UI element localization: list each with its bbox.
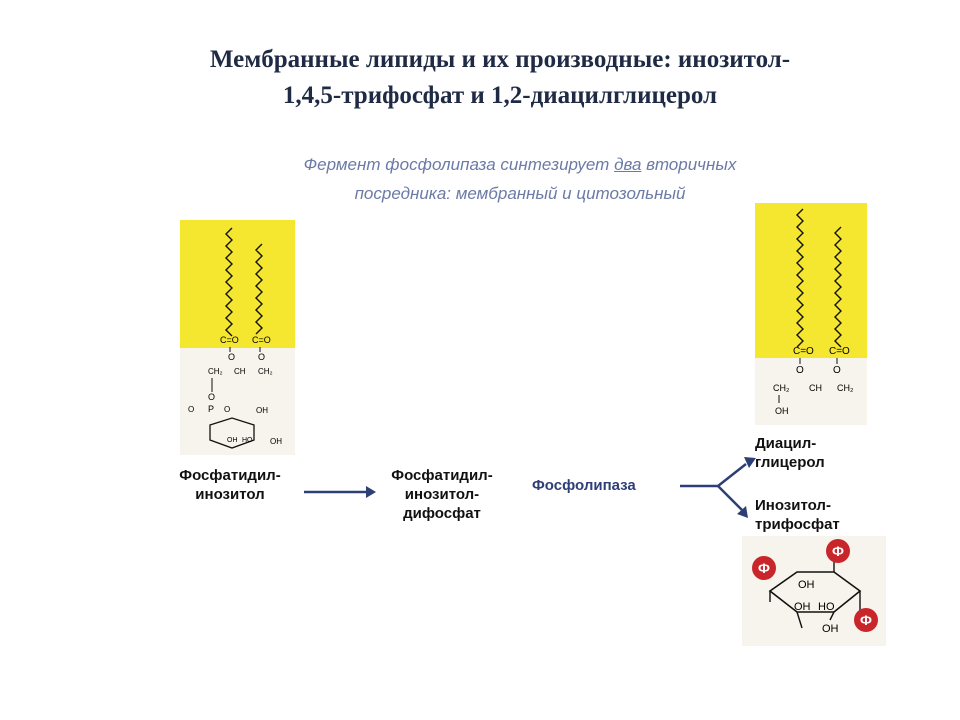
fatty-acid-chain-1 — [225, 227, 233, 337]
fatty-acid-chain-2 — [834, 226, 842, 348]
label-phosphatidylinositol-diphosphate: Фосфатидил- инозитол- дифосфат — [372, 466, 512, 523]
ring-oh-3: OH — [822, 623, 839, 635]
svg-text:Ф: Ф — [832, 543, 844, 559]
title-line-2: 1,4,5-трифосфат и 1,2-диацилглицерол — [282, 82, 718, 109]
ring-oh-2: OH — [227, 437, 238, 444]
label-pi-line-1: Фосфатидил- — [179, 467, 281, 484]
ring-ho: HO — [242, 437, 253, 444]
ester-oxygen-2: O — [833, 365, 841, 376]
label-inositol-triphosphate: Инозитол- трифосфат — [755, 496, 840, 534]
label-dag-line-1: Диацил- — [755, 435, 817, 452]
ring-oh-3: OH — [270, 437, 282, 446]
carbonyl-1: C=O — [793, 346, 814, 357]
inositol-ring — [209, 417, 255, 449]
membrane-band — [180, 220, 295, 348]
phosphate-o-minus: O — [188, 405, 194, 414]
phosphate-marker-2: Ф — [826, 539, 850, 563]
label-diacylglycerol: Диацил- глицерол — [755, 434, 825, 472]
svg-text:Ф: Ф — [860, 612, 872, 628]
phosphate-marker-3: Ф — [854, 608, 878, 632]
label-ip3-line-2: трифосфат — [755, 516, 840, 533]
phosphatidylinositol-structure: C=O C=O O O CH₂ CH CH₂ O P O O OH OH HO … — [180, 220, 295, 455]
subtitle-text-a: Фермент фосфолипаза синтезирует — [303, 155, 615, 174]
page-title: Мембранные липиды и их производные: иноз… — [110, 42, 890, 114]
phosphate-o-double: O — [224, 405, 230, 414]
label-dag-line-2: глицерол — [755, 454, 825, 471]
title-line-1: Мембранные липиды и их производные: иноз… — [209, 46, 791, 73]
subtitle: Фермент фосфолипаза синтезирует два втор… — [200, 150, 840, 208]
label-pi-line-2: инозитол — [195, 486, 265, 503]
membrane-band — [755, 203, 867, 358]
ring-ho: HO — [818, 601, 835, 613]
arrow-branch — [680, 457, 756, 518]
subtitle-line-2: посредника: мембранный и цитозольный — [354, 184, 686, 203]
glycerol-ch: CH — [809, 383, 822, 393]
label-phosphatidylinositol: Фосфатидил- инозитол — [164, 466, 296, 504]
carbonyl-2: C=O — [252, 335, 271, 345]
ring-oh-1: OH — [794, 601, 811, 613]
glycerol-ch2-left: CH₂ — [208, 367, 223, 376]
arrow-pi-to-pip2 — [304, 486, 376, 498]
subtitle-text-b: вторичных — [641, 155, 737, 174]
bond — [829, 611, 835, 621]
ester-oxygen-1: O — [228, 352, 235, 362]
carbonyl-1: C=O — [220, 335, 239, 345]
label-ip3-line-1: Инозитол- — [755, 497, 831, 514]
inositol-triphosphate-structure: OH HO OH OH Ф Ф Ф — [742, 536, 886, 646]
carbonyl-2: C=O — [829, 346, 850, 357]
ring-oh-1: OH — [256, 406, 268, 415]
headgroup-bg — [755, 358, 867, 425]
fatty-acid-chain-2 — [255, 243, 263, 335]
subtitle-underlined: два — [614, 155, 642, 174]
ring-oh-2: OH — [798, 579, 815, 591]
glycerol-ch2-left: CH₂ — [773, 383, 790, 393]
subtitle-line-1: Фермент фосфолипаза синтезирует два втор… — [200, 150, 840, 179]
ester-oxygen-2: O — [258, 352, 265, 362]
phosphorus: P — [208, 404, 214, 414]
glycerol-ch2-right: CH₂ — [258, 367, 273, 376]
label-pip2-line-2: инозитол- — [404, 486, 480, 503]
fatty-acid-chain-1 — [796, 208, 804, 348]
diacylglycerol-structure: C=O C=O O O CH₂ CH CH₂ OH — [755, 203, 867, 425]
bond — [796, 611, 803, 629]
phosphate-oxygen: O — [208, 392, 215, 402]
svg-text:Ф: Ф — [758, 560, 770, 576]
label-pip2-line-3: дифосфат — [403, 505, 481, 522]
label-phospholipase: Фосфолипаза — [532, 477, 636, 494]
phosphate-marker-1: Ф — [752, 556, 776, 580]
label-pip2-line-1: Фосфатидил- — [391, 467, 493, 484]
glycerol-ch2-right: CH₂ — [837, 383, 854, 393]
headgroup-bg — [180, 348, 295, 455]
glycerol-ch: CH — [234, 367, 246, 376]
ester-oxygen-1: O — [796, 365, 804, 376]
glycerol-oh: OH — [775, 406, 789, 416]
